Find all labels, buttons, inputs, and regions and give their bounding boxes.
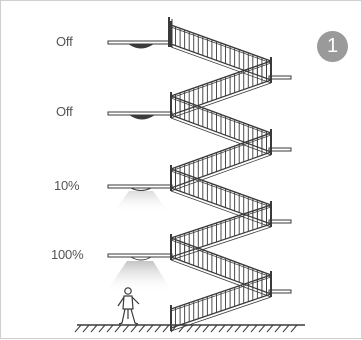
stair-flight-6 bbox=[171, 201, 271, 260]
landing-1 bbox=[108, 41, 172, 48]
stair-flight-4 bbox=[171, 129, 271, 191]
light-glow-100 bbox=[105, 261, 173, 293]
level-2-light-status: Off bbox=[56, 104, 73, 119]
stair-flight-2 bbox=[171, 57, 271, 118]
stair-flight-3 bbox=[171, 92, 271, 155]
level-4-light-status: 100% bbox=[51, 247, 83, 262]
step-number-badge: 1 bbox=[317, 31, 348, 62]
stair-flight-1 bbox=[171, 21, 271, 83]
person-figure bbox=[118, 288, 139, 324]
stair-flight-8 bbox=[171, 271, 271, 331]
landing-2 bbox=[108, 112, 172, 119]
right-landings bbox=[269, 76, 291, 293]
level-3-light-status: 10% bbox=[54, 178, 79, 193]
level-1-light-status: Off bbox=[56, 34, 73, 49]
stair-flights bbox=[169, 17, 271, 331]
stair-flight-5 bbox=[171, 165, 271, 227]
landing-3 bbox=[108, 185, 172, 191]
light-glow-10 bbox=[113, 191, 169, 213]
landing-4 bbox=[108, 254, 172, 260]
